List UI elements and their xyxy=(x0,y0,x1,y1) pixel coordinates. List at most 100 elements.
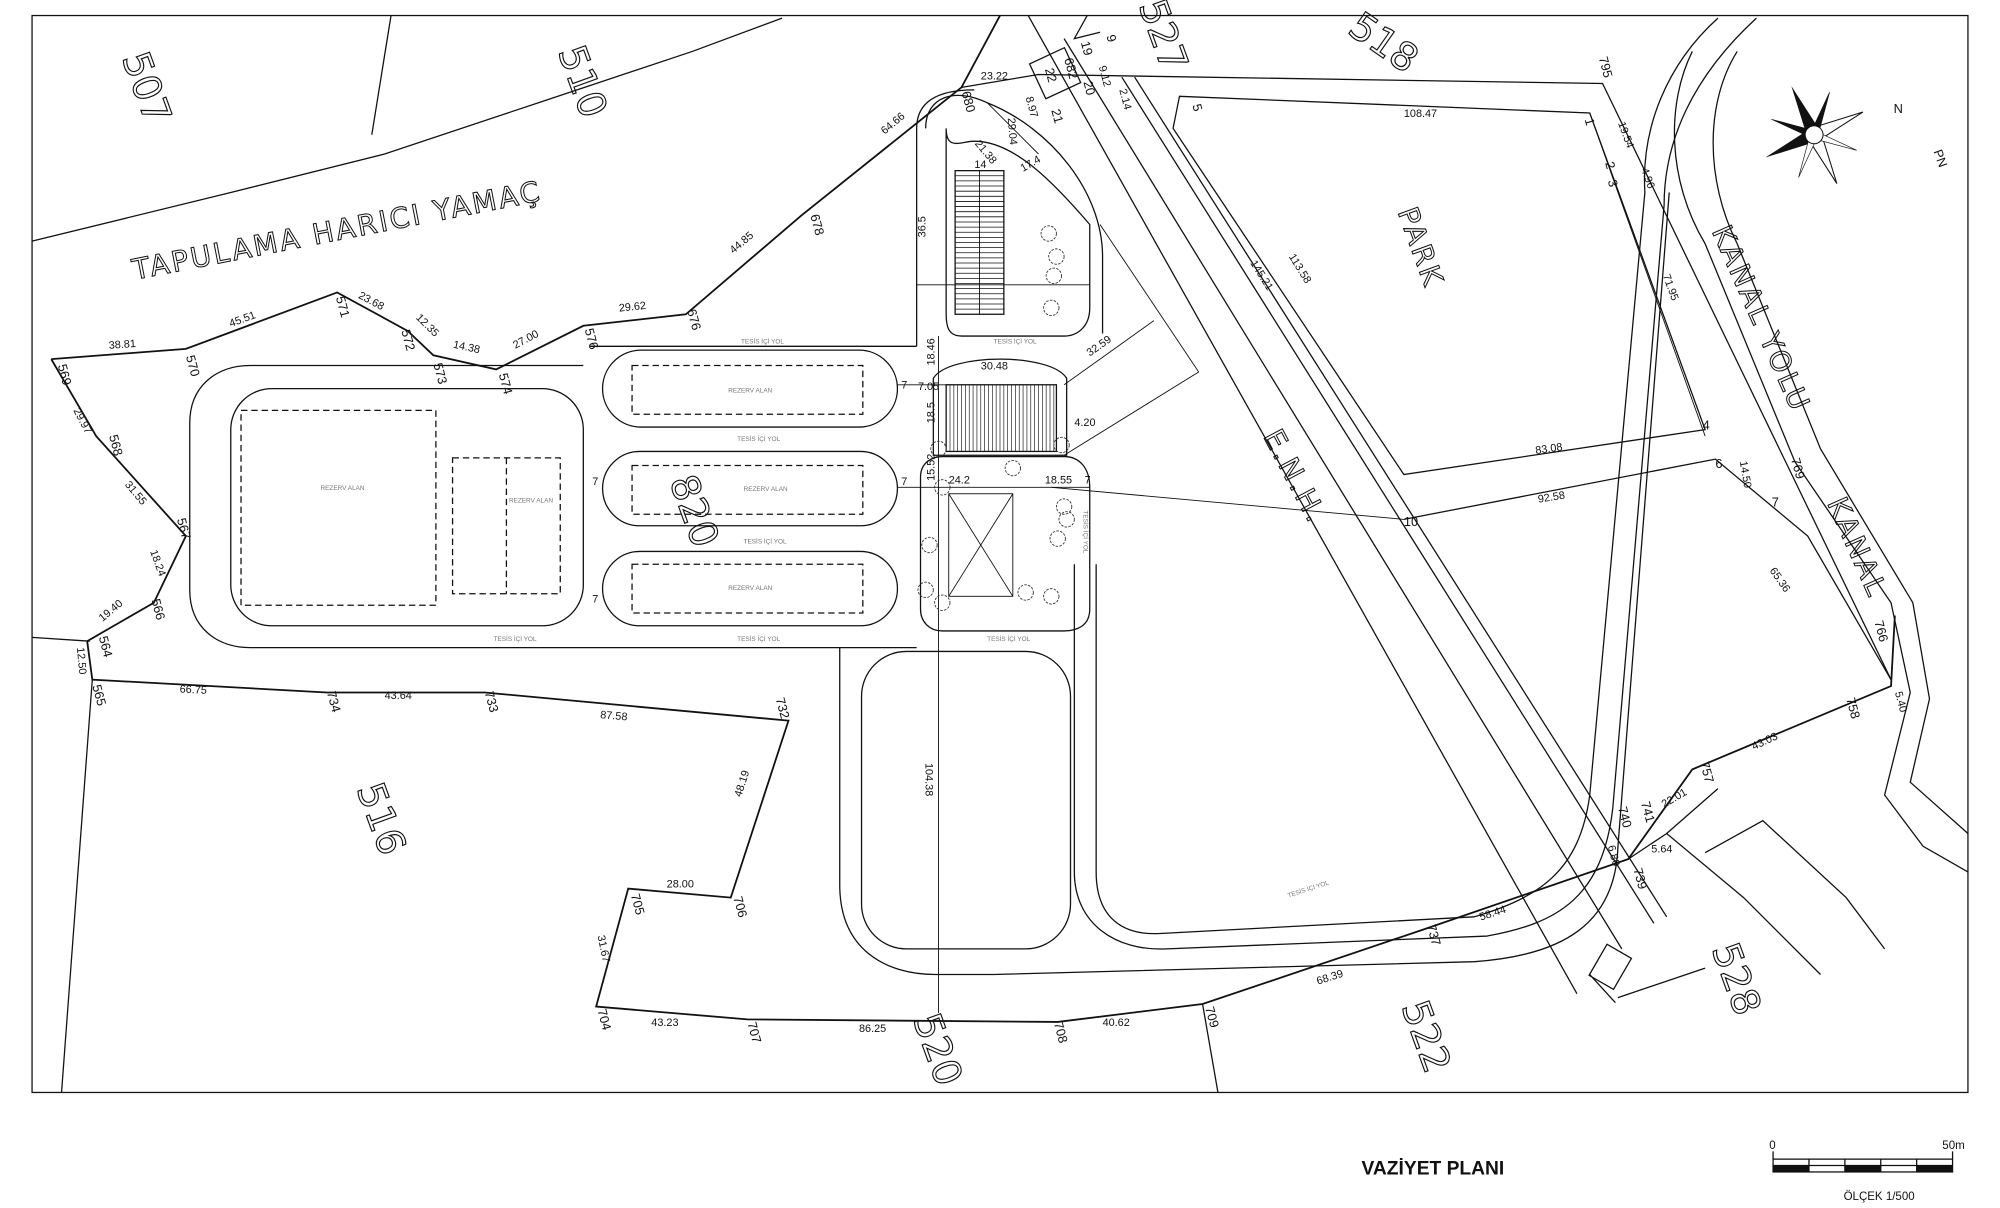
tree-icon xyxy=(1055,498,1073,515)
reserve-area-label: REZERV ALAN xyxy=(509,498,553,505)
reserve-area-label: REZERV ALAN xyxy=(728,585,772,592)
dimension: 68.39 xyxy=(1315,968,1345,988)
tree-icon xyxy=(1043,588,1060,605)
dimension: 29.04 xyxy=(1005,117,1019,145)
point-number: 676 xyxy=(684,307,704,332)
building-hatch-2 xyxy=(949,384,1055,452)
point-number: 564 xyxy=(96,634,116,659)
enh-road xyxy=(1027,15,1706,1004)
dimension: 113.58 xyxy=(1286,252,1313,286)
dimension: 7.05 xyxy=(918,381,939,393)
area-label: TAPULAMA HARICI YAMAÇ xyxy=(129,175,545,287)
point-number: 568 xyxy=(106,433,126,458)
dimension: 7 xyxy=(901,476,907,488)
point-number: 21 xyxy=(1048,107,1066,125)
tree-icon xyxy=(1017,584,1034,601)
dimension: 48.19 xyxy=(732,769,752,799)
north-arrow-icon xyxy=(1765,85,1864,184)
road-label: TESİS İÇİ YOL xyxy=(737,634,780,643)
dimension: 18.5 xyxy=(926,402,938,423)
point-number: 741 xyxy=(1638,800,1658,825)
dimension: 14 xyxy=(974,159,986,171)
tree-icon xyxy=(1048,248,1065,265)
dimension: 18.46 xyxy=(926,338,938,365)
point-number: 1 xyxy=(1582,116,1598,127)
dimension: 12.35 xyxy=(413,312,441,340)
tree-icon xyxy=(1004,459,1021,477)
point-number: 795 xyxy=(1596,55,1616,80)
dimension: 44.85 xyxy=(728,230,757,257)
drawing-title: VAZİYET PLANI xyxy=(1362,1159,1505,1180)
point-number: 2 xyxy=(1602,160,1618,171)
dimension: 65.36 xyxy=(1767,566,1792,595)
parcel-number: 507 xyxy=(112,46,179,130)
tree-icon xyxy=(1040,225,1057,242)
point-number: 573 xyxy=(430,361,450,386)
tree-icon xyxy=(921,536,938,554)
dimension: 32.59 xyxy=(1085,334,1114,359)
point-number: 766 xyxy=(1871,619,1891,644)
parcel-number: 528 xyxy=(1702,937,1769,1021)
point-number: 758 xyxy=(1843,696,1863,721)
tree-icon xyxy=(1043,299,1060,316)
road-label: TESİS İÇİ YOL xyxy=(1286,878,1330,900)
trees xyxy=(917,225,1075,611)
dimension: 83.08 xyxy=(1535,441,1564,457)
dimension: 27.00 xyxy=(511,328,541,351)
building-hatch-1 xyxy=(955,175,1004,310)
dimension: 9.12 xyxy=(1096,64,1113,88)
point-number: 20 xyxy=(1080,79,1098,97)
dimension: 5.64 xyxy=(1651,844,1672,856)
dimension: 23.68 xyxy=(356,290,386,313)
road-label: TESİS İÇİ YOL xyxy=(1081,510,1090,553)
dimension: 7 xyxy=(901,380,907,392)
site-layout xyxy=(189,89,1404,1013)
area-label: PARK xyxy=(1391,203,1450,292)
point-number: 7 xyxy=(1772,495,1779,510)
dimension: 2.14 xyxy=(1116,88,1133,112)
dimension: 15.52 xyxy=(926,454,938,481)
dimension: 19.54 xyxy=(1615,120,1636,150)
point-number: 570 xyxy=(183,353,203,378)
dimension: 8.97 xyxy=(1023,95,1040,119)
dimension: 36.5 xyxy=(917,216,929,237)
tree-icon xyxy=(930,440,947,458)
road-label: TESİS İÇİ YOL xyxy=(737,434,780,443)
area-label: E.N.H. xyxy=(1257,424,1334,529)
tree-icon xyxy=(934,479,951,496)
dimension: 86.25 xyxy=(859,1023,886,1035)
tree-icon xyxy=(1045,267,1062,284)
point-number: 709 xyxy=(1202,1005,1222,1030)
dimension: 24.2 xyxy=(949,474,970,486)
point-number: 19 xyxy=(1078,39,1096,57)
point-number: 566 xyxy=(148,597,168,622)
tree-icon xyxy=(1053,436,1070,454)
parcel-number: 522 xyxy=(1392,995,1459,1079)
dimension: 6.80 xyxy=(1605,844,1622,868)
dimension: 104.38 xyxy=(923,763,935,796)
road-label: TESİS İÇİ YOL xyxy=(744,537,787,546)
point-number: 6 xyxy=(1715,456,1722,471)
point-number: 569 xyxy=(55,362,75,387)
dimension: 19.40 xyxy=(97,598,126,625)
dimension: 38.81 xyxy=(108,338,136,352)
north-label: N xyxy=(1894,101,1903,116)
point-number: 10 xyxy=(1404,514,1418,529)
tree-icon xyxy=(934,594,951,611)
reserve-area-label: REZERV ALAN xyxy=(728,387,772,394)
parcel-number: 510 xyxy=(548,39,615,123)
parcel-number: 516 xyxy=(347,777,414,861)
dimension: 66.75 xyxy=(179,683,207,696)
scale-start: 0 xyxy=(1769,1140,1775,1152)
area-label: KANAL YOLU xyxy=(1705,220,1817,417)
dimension: 29.97 xyxy=(70,406,93,436)
dimension: 92.58 xyxy=(1537,490,1566,506)
point-number: 571 xyxy=(333,294,353,319)
point-number: 3 xyxy=(1605,178,1621,189)
plan-labels: REZERV ALAN REZERV ALAN REZERV ALAN REZE… xyxy=(321,337,1331,900)
point-number: 567 xyxy=(174,516,194,541)
dimension: 14.38 xyxy=(452,339,481,356)
dimension: 12.50 xyxy=(74,647,88,675)
drawing-frame xyxy=(31,14,1969,1094)
